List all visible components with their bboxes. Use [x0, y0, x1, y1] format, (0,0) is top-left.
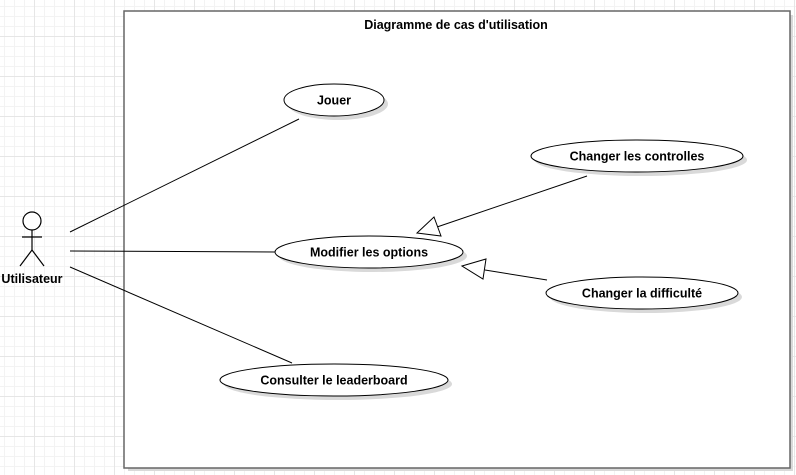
use-case-consulter-leaderboard[interactable]: Consulter le leaderboard	[219, 363, 452, 400]
generalization-controls-arrowhead	[415, 216, 442, 237]
system-title: Diagramme de cas d'utilisation	[364, 18, 548, 32]
use-case-ellipse	[219, 363, 449, 397]
use-case-ellipse	[274, 235, 464, 269]
actor-utilisateur[interactable]	[19, 211, 45, 267]
use-case-label: Changer la difficulté	[582, 287, 702, 301]
use-case-label: Consulter le leaderboard	[260, 374, 407, 388]
association-modifier-options[interactable]	[69, 250, 277, 253]
use-case-changer-difficulte[interactable]: Changer la difficulté	[545, 276, 742, 313]
use-case-modifier-options[interactable]: Modifier les options	[274, 235, 467, 272]
use-case-label: Jouer	[317, 94, 351, 108]
actor-right-leg	[31, 249, 45, 267]
generalization-difficulty-line[interactable]	[484, 269, 548, 281]
use-case-ellipse	[530, 139, 744, 173]
use-case-ellipse	[283, 83, 385, 117]
use-case-label: Modifier les options	[310, 246, 428, 260]
actor-head	[22, 211, 42, 231]
association-jouer[interactable]	[69, 118, 300, 233]
actor-label: Utilisateur	[1, 272, 62, 286]
system-boundary[interactable]	[123, 10, 791, 469]
use-case-ellipse	[545, 276, 739, 310]
generalization-controls-line[interactable]	[436, 175, 588, 228]
use-case-label: Changer les controlles	[570, 150, 705, 164]
use-case-changer-controlles[interactable]: Changer les controlles	[530, 139, 747, 176]
use-case-jouer[interactable]: Jouer	[283, 83, 388, 120]
actor-left-leg	[19, 249, 33, 267]
association-leaderboard[interactable]	[69, 266, 293, 364]
generalization-difficulty-arrowhead	[460, 258, 487, 280]
